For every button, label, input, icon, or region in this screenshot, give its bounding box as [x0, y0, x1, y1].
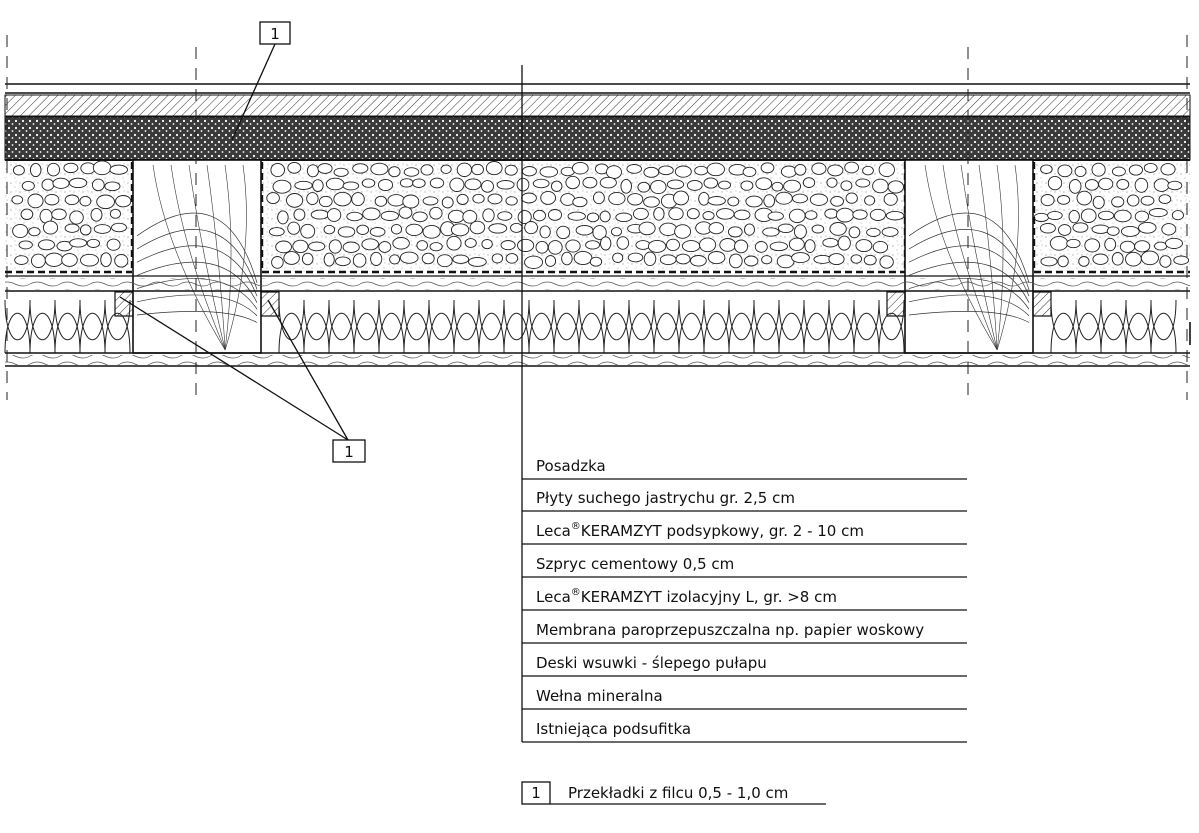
mineral-wool-0: [4, 299, 131, 354]
lower-layers: [4, 275, 1191, 367]
floor-layers: [4, 83, 1191, 161]
layer-label-1: Płyty suchego jastrychu gr. 2,5 cm: [536, 489, 795, 507]
timber-beams: [114, 159, 1052, 354]
dry-screed-layer: [4, 94, 1191, 117]
layer-label-8: Istniejąca podsufitka: [536, 720, 691, 738]
mineral-wool-1: [278, 299, 905, 354]
layer-label-0: Posadzka: [536, 457, 606, 475]
callout-top: 1: [231, 21, 291, 141]
footnote-text: Przekładki z filcu 0,5 - 1,0 cm: [568, 784, 788, 802]
layer-legend: Posadzka Płyty suchego jastrychu gr. 2,5…: [522, 457, 967, 743]
callout-bottom-number: 1: [344, 443, 354, 461]
keramzyt-field-1: [260, 161, 907, 274]
footnote-number: 1: [531, 784, 541, 802]
layer-label-6: Deski wsuwki - ślepego pułapu: [536, 654, 767, 672]
beam-0: [114, 159, 280, 354]
boards-and-wool: [4, 275, 1191, 367]
footnote-legend: 1 Przekładki z filcu 0,5 - 1,0 cm: [521, 781, 826, 805]
keramzyt-fill-layer: [4, 116, 1191, 161]
keramzyt-field-2: [1032, 162, 1190, 274]
layer-label-2: Leca®KERAMZYT podsypkowy, gr. 2 - 10 cm: [536, 521, 864, 540]
layer-label-5: Membrana paroprzepuszczalna np. papier w…: [536, 621, 924, 639]
axis-lines: [6, 35, 1188, 400]
footnote-number-box: [521, 781, 551, 805]
layer-label-7: Wełna mineralna: [536, 687, 663, 705]
keramzyt-insulation-fields: [5, 160, 1190, 274]
callout-top-number: 1: [270, 25, 280, 43]
callout-bottom: 1: [119, 296, 366, 463]
layer-label-3: Szpryc cementowy 0,5 cm: [536, 555, 734, 573]
mineral-wool-2: [1050, 299, 1177, 354]
callout-bottom-box: [332, 439, 366, 463]
layer-label-4: Leca®KERAMZYT izolacyjny L, gr. >8 cm: [536, 587, 837, 606]
keramzyt-field-0: [5, 160, 134, 274]
beam-1: [886, 159, 1052, 354]
